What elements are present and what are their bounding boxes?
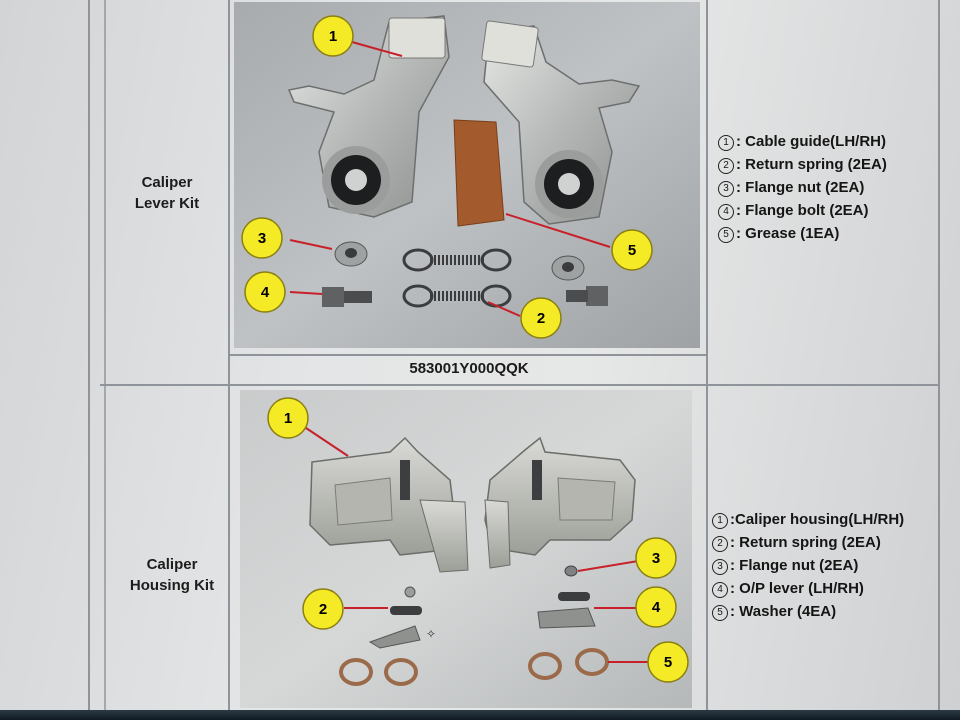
legend-number: 1 [712,513,728,529]
legend-item: 1:Caliper housing(LH/RH) [712,508,904,531]
washer [575,648,609,676]
housing-kit-photo: ✧ 1 3 2 4 5 [240,390,692,708]
legend-item: 5: Grease (1EA) [718,222,887,245]
callout-1: 1 [267,397,309,439]
callout-arrow-4 [289,291,323,295]
legend-number: 4 [712,582,728,598]
flange-nut-small [564,565,578,577]
legend-item: 4: Flange bolt (2EA) [718,199,887,222]
svg-text:2: 2 [537,310,545,327]
callout-2: 2 [302,588,344,630]
table-border-part-code-top [228,354,706,356]
legend-item: 5: Washer (4EA) [712,600,904,623]
callout-arrow-3 [577,559,645,572]
table-border-photo-right [706,0,708,712]
row-label-line1: Caliper [141,174,193,191]
flange-nut-left [334,241,368,267]
grease-packet [453,119,505,227]
legend-text: :Caliper housing(LH/RH) [730,511,905,528]
svg-text:5: 5 [664,654,672,671]
legend-text: : O/P lever (LH/RH) [730,580,864,597]
callout-arrow-2 [487,301,521,317]
legend-text: : Flange nut (2EA) [730,557,859,574]
table-border-right [938,0,940,712]
svg-text:1: 1 [329,28,337,45]
return-spring-left [390,586,422,615]
lever-rh [481,20,641,225]
legend-number: 3 [712,559,728,575]
legend-number: 1 [718,135,734,151]
legend-number: 3 [718,181,734,197]
callout-arrow-3 [289,239,333,250]
legend-item: 2: Return spring (2EA) [712,531,904,554]
legend-number: 2 [712,536,728,552]
callout-1: 1 [312,15,354,57]
legend-text: : Return spring (2EA) [730,534,881,551]
callout-arrow-1 [305,427,349,457]
legend-text: : Grease (1EA) [736,225,840,242]
table-border-left [88,0,90,712]
table-border-row-divider [100,384,940,386]
op-lever-lh: ✧ [368,625,436,649]
callout-3: 3 [635,537,677,579]
row-label-line1: Caliper [146,556,198,573]
row-label-housing-kit: Caliper Housing Kit [112,554,232,596]
legend-text: : Washer (4EA) [730,603,837,620]
housing-kit-legend: 1:Caliper housing(LH/RH) 2: Return sprin… [712,508,904,623]
legend-item: 2: Return spring (2EA) [718,153,887,176]
callout-5: 5 [647,641,689,683]
return-spring-upper [402,248,512,272]
legend-number: 4 [718,204,734,220]
row-label-line2: Lever Kit [134,195,200,212]
svg-text:3: 3 [258,230,266,247]
svg-text:3: 3 [652,550,660,567]
svg-text:4: 4 [652,599,661,616]
legend-text: : Return spring (2EA) [736,156,887,173]
lever-lh [287,15,450,218]
legend-item: 1: Cable guide(LH/RH) [718,130,887,153]
flange-bolt-left [322,287,372,307]
svg-text:✧: ✧ [426,627,436,641]
op-lever-rh [537,607,596,629]
washer [528,652,562,680]
table-border-label-photo [104,0,106,712]
legend-item: 3: Flange nut (2EA) [718,176,887,199]
legend-number: 2 [718,158,734,174]
legend-text: : Cable guide(LH/RH) [736,133,886,150]
callout-4: 4 [244,271,286,313]
lever-kit-legend: 1: Cable guide(LH/RH) 2: Return spring (… [718,130,887,245]
svg-text:1: 1 [284,410,292,427]
part-number: 583001Y000QQK [409,360,529,377]
callout-3: 3 [241,217,283,259]
legend-text: : Flange nut (2EA) [736,179,865,196]
table-border-photo-left [228,0,230,712]
washer [339,658,373,686]
row-label-line2: Housing Kit [129,577,215,594]
row-label-lever-kit: Caliper Lever Kit [108,172,226,214]
legend-text: : Flange bolt (2EA) [736,202,869,219]
caliper-housing-rh [484,436,636,569]
callout-arrow-1 [351,41,403,57]
monitor-bezel [0,710,960,720]
legend-number: 5 [718,227,734,243]
legend-number: 5 [712,605,728,621]
callout-4: 4 [635,586,677,628]
callout-5: 5 [611,229,653,271]
lever-kit-photo: 1 3 4 5 2 [234,2,700,348]
caliper-housing-lh [309,436,469,573]
legend-item: 4: O/P lever (LH/RH) [712,577,904,600]
svg-text:5: 5 [628,242,636,259]
legend-item: 3: Flange nut (2EA) [712,554,904,577]
flange-nut-right [551,255,585,281]
callout-2: 2 [520,297,562,339]
flange-bolt-right [566,286,608,306]
svg-text:4: 4 [261,284,270,301]
callout-arrow-5 [505,213,611,248]
return-spring-right [558,592,590,601]
washer [384,658,418,686]
svg-text:2: 2 [319,601,327,618]
